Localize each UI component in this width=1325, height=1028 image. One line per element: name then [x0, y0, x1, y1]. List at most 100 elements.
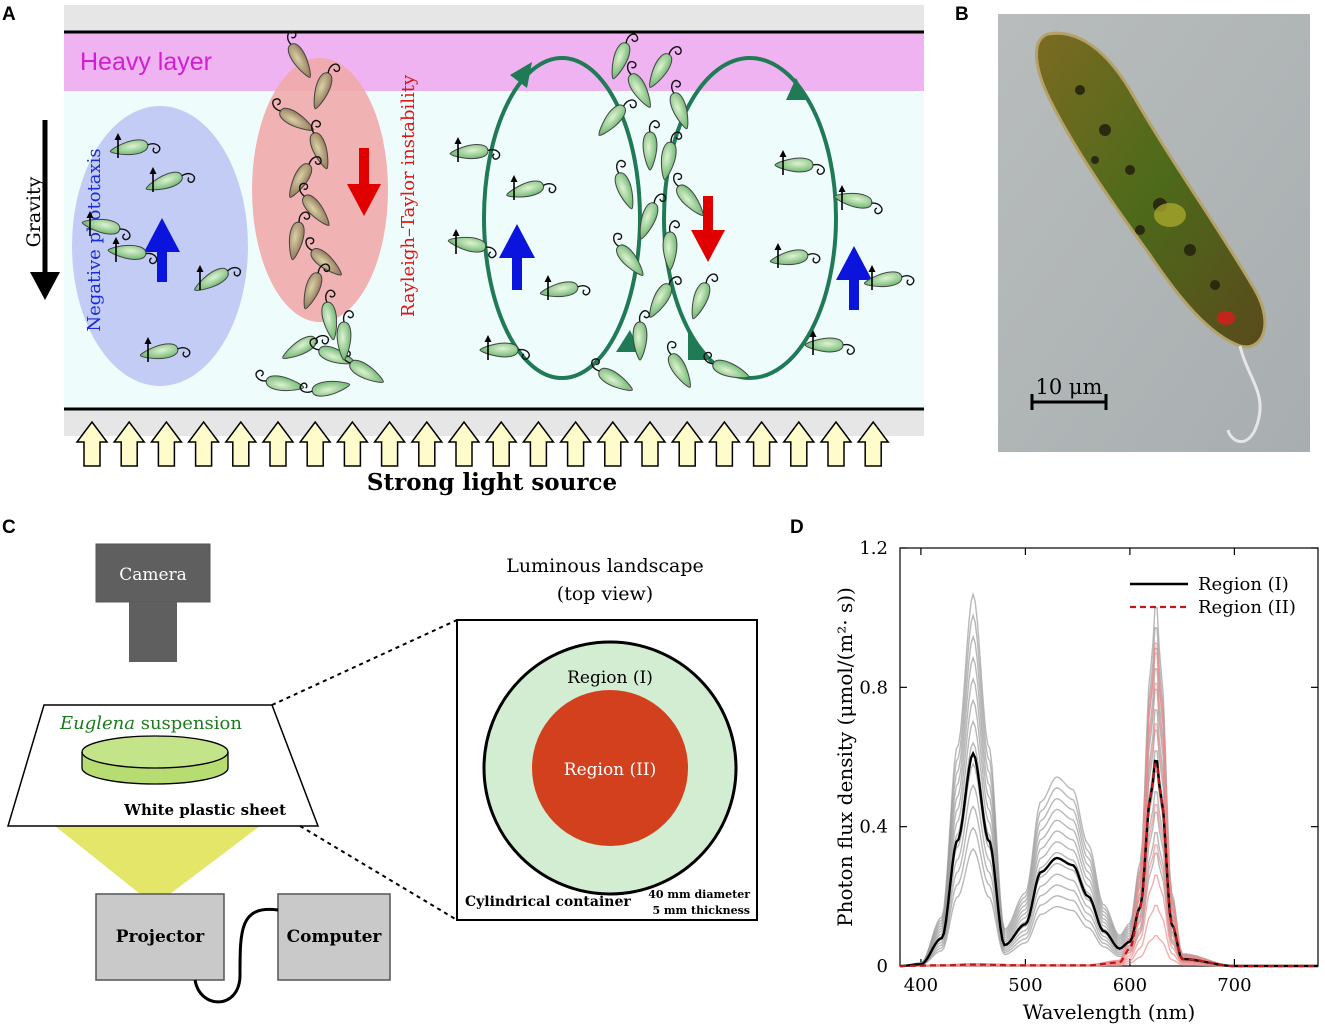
small-up-arrow — [452, 229, 460, 254]
euglena-cell — [447, 236, 497, 259]
diameter-label: 40 mm diameter — [648, 888, 750, 901]
euglena-cell — [255, 369, 305, 392]
light-arrow — [782, 420, 816, 467]
y-axis-label: Photon flux density (μmol/(m²· s)) — [833, 587, 857, 927]
top-wall — [64, 5, 924, 32]
euglena-cell — [769, 249, 821, 266]
euglena-cell — [703, 351, 750, 379]
light-arrow — [261, 420, 295, 467]
panel-letter-c: C — [2, 517, 16, 538]
x-axis-label: Wavelength (nm) — [1023, 1000, 1196, 1024]
small-up-arrow — [868, 265, 876, 290]
x-tick-label: 600 — [1113, 975, 1147, 996]
legend-label-region-2: Region (II) — [1198, 597, 1296, 618]
light-arrow — [75, 420, 109, 467]
scale-bar-label: 10 μm — [1036, 375, 1103, 399]
euglena-cell — [642, 120, 661, 171]
panel-c: C Camera Euglena suspension White plasti… — [2, 517, 758, 1004]
euglena-cell — [272, 98, 314, 131]
zoom-line-bottom — [299, 825, 458, 921]
small-up-arrow — [838, 185, 846, 210]
light-arrow — [447, 420, 481, 467]
euglena-cell — [669, 79, 689, 130]
light-arrow — [410, 420, 444, 467]
light-arrow — [112, 420, 146, 467]
euglena-cell — [691, 273, 719, 320]
red-down-arrow-2 — [703, 196, 713, 232]
euglena-cell — [194, 266, 242, 291]
panel-letter-d: D — [790, 517, 804, 538]
small-up-arrow — [809, 330, 817, 355]
legend: Region (I)Region (II) — [1130, 574, 1296, 618]
x-tick-label: 500 — [1008, 975, 1042, 996]
y-tick-label: 0 — [877, 956, 888, 977]
small-up-arrow — [196, 265, 204, 290]
euglena-cell — [639, 193, 667, 240]
legend-label-region-1: Region (I) — [1198, 574, 1289, 595]
light-arrow — [521, 420, 555, 467]
euglena-cell — [614, 159, 634, 210]
small-up-arrow — [544, 275, 552, 300]
y-tick-label: 0.8 — [859, 677, 888, 698]
light-arrow — [819, 420, 853, 467]
light-arrows — [75, 420, 890, 467]
blue-up-arrow-3 — [849, 276, 859, 310]
small-up-arrow — [774, 243, 782, 268]
convection-loop-right — [662, 56, 838, 380]
euglena-cell — [626, 60, 651, 108]
small-up-arrow — [454, 137, 462, 162]
euglena-cell — [109, 139, 161, 156]
euglena-cell — [282, 334, 330, 359]
euglena-cell — [139, 343, 191, 360]
x-tick-label: 700 — [1217, 975, 1251, 996]
gravity-arrow-head — [30, 272, 60, 300]
camera-label: Camera — [119, 565, 187, 585]
y-tick-label: 1.2 — [859, 538, 888, 559]
euglena-cell — [289, 156, 322, 198]
euglena-cell — [81, 218, 131, 241]
panel-a: A Heavy layer Gravity Negative phototaxi… — [2, 4, 924, 496]
euglena-cell — [611, 33, 639, 80]
heavy-layer — [64, 32, 924, 91]
sheet-label: White plastic sheet — [123, 801, 286, 819]
light-arrow — [373, 420, 407, 467]
blue-up-arrow-1 — [157, 248, 167, 282]
small-up-arrow — [779, 150, 787, 175]
small-up-arrow — [484, 335, 492, 360]
thickness-label: 5 mm thickness — [652, 904, 750, 917]
negative-phototaxis-label: Negative phototaxis — [84, 148, 105, 331]
computer-box — [277, 893, 391, 981]
series-region-2 — [900, 762, 1318, 968]
light-arrow — [298, 420, 332, 467]
euglena-cell — [863, 271, 915, 288]
panel-letter-a: A — [2, 4, 16, 25]
region-1-label: Region (I) — [567, 668, 653, 688]
euglena-cell — [107, 244, 158, 265]
computer-label: Computer — [287, 927, 383, 947]
euglena-cell — [632, 310, 651, 361]
euglena-cell — [303, 263, 331, 310]
euglena-cell-image — [1035, 31, 1267, 443]
convection-loop-left — [482, 56, 642, 380]
euglena-cell — [662, 220, 681, 271]
euglena-cell — [612, 232, 644, 276]
light-source-label: Strong light source — [367, 469, 617, 496]
light-arrow — [745, 420, 779, 467]
euglena-cell — [804, 337, 855, 356]
euglena-cell — [286, 30, 311, 78]
light-arrow — [670, 420, 704, 467]
euglena-cell — [649, 46, 682, 88]
light-arrow — [856, 420, 890, 467]
small-up-arrow — [114, 133, 122, 158]
y-tick-label: 0.4 — [859, 817, 888, 838]
cable — [193, 907, 279, 1004]
euglena-cell — [313, 63, 341, 110]
euglena-cell — [299, 380, 351, 397]
petri-dish-top — [81, 735, 229, 769]
euglena-cell — [449, 144, 501, 160]
euglena-cell — [336, 310, 355, 361]
x-tick-label: 400 — [904, 975, 938, 996]
